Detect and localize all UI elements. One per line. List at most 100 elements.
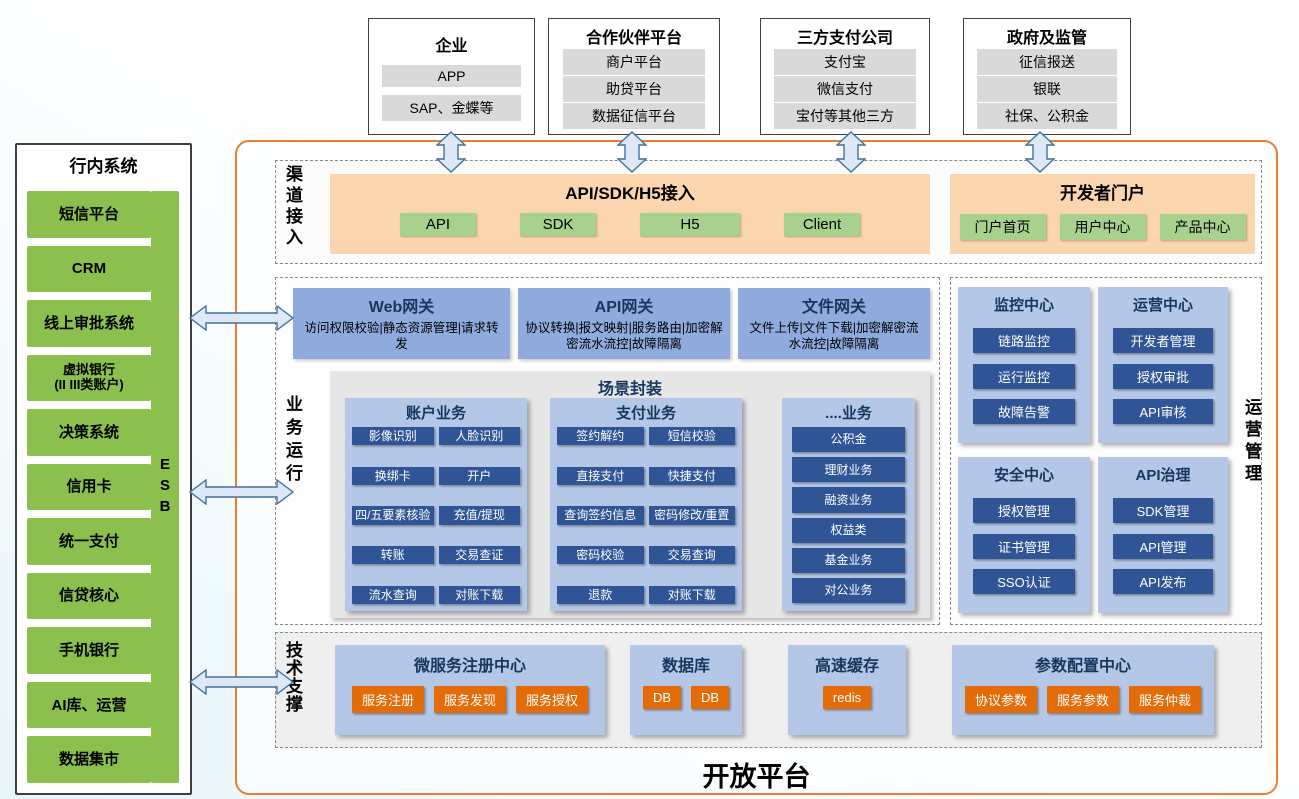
- panel-item: SDK管理: [1113, 497, 1213, 523]
- scene-column-title: 账户业务: [405, 405, 466, 422]
- scene-column-items: 影像识别 人脸识别 换绑卡 开户 四/五要素核验 充值/提现 转账 交易查证 流…: [345, 425, 527, 611]
- scene-item: 四/五要素核验: [352, 506, 434, 525]
- external-box-item: SAP、金蝶等: [382, 95, 521, 122]
- gateway-title: 文件网关: [801, 299, 866, 316]
- scene-item: 权益类: [792, 517, 905, 543]
- internal-system-item: 线上审批系统: [27, 300, 151, 347]
- scene-item: 转账: [352, 545, 434, 565]
- esb-bar: ESB: [151, 191, 179, 783]
- panel-item: 开发者管理: [1113, 327, 1213, 353]
- gateway-desc: 协议转换|报文映射|服务路由|加密解密流水流控|故障隔离: [525, 321, 723, 352]
- redis-item: redis: [822, 686, 872, 709]
- scene-column-title: 支付业务: [615, 405, 676, 422]
- panel-item: 服务参数: [1046, 686, 1119, 713]
- external-box-item: 支付宝: [774, 49, 916, 75]
- external-box-item: 社保、公积金: [977, 103, 1117, 129]
- internal-system-item: 手机银行: [27, 627, 151, 674]
- developer-portal-box: 开发者门户 门户首页 用户中心 产品中心: [950, 174, 1255, 254]
- scene-item: 充值/提现: [438, 506, 520, 525]
- vertical-double-arrow-icon: [1025, 131, 1055, 173]
- scene-encapsulation-box: 场景封装 账户业务 影像识别 人脸识别 换绑卡 开户 四/五要素核验 充值/提现…: [330, 371, 930, 618]
- database-panel: 数据库 DB DB: [630, 645, 742, 735]
- scene-item: 换绑卡: [352, 466, 434, 486]
- api-access-buttons: API SDK H5 Client: [400, 213, 860, 236]
- api-governance-panel: API治理 SDK管理 API管理 API发布: [1098, 457, 1228, 613]
- scene-item: 直接支付: [557, 466, 644, 486]
- panel-item: API管理: [1113, 533, 1213, 559]
- panel-title: 参数配置中心: [1034, 658, 1131, 675]
- scene-item: 签约解约: [557, 427, 644, 446]
- internal-systems-panel: 行内系统 短信平台 CRM 线上审批系统 虚拟银行 (II III类账户) 决策…: [15, 143, 192, 795]
- api-chip: API: [400, 213, 476, 236]
- scene-item: 密码校验: [557, 545, 644, 565]
- h5-chip: H5: [640, 213, 740, 236]
- api-gateway-box: API网关 协议转换|报文映射|服务路由|加密解密流水流控|故障隔离: [518, 288, 730, 359]
- panel-item: 授权管理: [973, 497, 1075, 523]
- internal-systems-title: 行内系统: [69, 157, 138, 176]
- panel-title: 高速缓存: [814, 658, 879, 675]
- portal-home-chip: 门户首页: [959, 214, 1046, 240]
- gateway-desc: 文件上传|文件下载|加密解密流水流控|故障隔离: [749, 321, 919, 352]
- panel-title: 微服务注册中心: [413, 658, 526, 675]
- panel-items: 服务注册 服务发现 服务授权: [351, 686, 589, 713]
- panel-title: API治理: [1135, 467, 1191, 484]
- external-box-enterprise: 企业 APP SAP、金蝶等: [368, 18, 535, 135]
- external-box-item: 微信支付: [774, 76, 916, 102]
- internal-system-item: 统一支付: [27, 518, 151, 565]
- panel-item: 运行监控: [973, 363, 1075, 389]
- microservice-registry-panel: 微服务注册中心 服务注册 服务发现 服务授权: [335, 645, 605, 735]
- scene-item: 对公业务: [792, 577, 905, 604]
- external-box-item: 宝付等其他三方: [774, 103, 916, 129]
- panel-item: 协议参数: [964, 686, 1037, 713]
- external-box-government-regulator: 政府及监管 征信报送 银联 社保、公积金: [963, 18, 1131, 135]
- vertical-double-arrow-icon: [836, 131, 866, 173]
- internal-system-item: 信贷核心: [27, 572, 151, 620]
- client-chip: Client: [784, 213, 860, 236]
- internal-system-item: 决策系统: [27, 409, 151, 456]
- scene-item: 公积金: [792, 427, 905, 453]
- scene-item: 查询签约信息: [557, 506, 644, 525]
- panel-item: 链路监控: [973, 327, 1075, 353]
- external-box-item: 数据征信平台: [562, 103, 706, 129]
- panel-items: 开发者管理 授权审批 API审核: [1098, 317, 1228, 443]
- operation-center-panel: 运营中心 开发者管理 授权审批 API审核: [1098, 287, 1228, 443]
- panel-item: 证书管理: [973, 533, 1075, 559]
- cache-panel: 高速缓存 redis: [788, 645, 906, 735]
- panel-title: 监控中心: [993, 297, 1054, 314]
- panel-item: 授权审批: [1113, 363, 1213, 389]
- panel-item: SSO认证: [973, 569, 1075, 595]
- panel-items: SDK管理 API管理 API发布: [1098, 487, 1228, 613]
- scene-item: 快捷支付: [648, 466, 735, 486]
- scene-item: 对账下载: [438, 585, 520, 604]
- scene-item: 基金业务: [792, 547, 905, 573]
- internal-system-item: AI库、运营: [27, 681, 151, 729]
- external-box-title: 合作伙伴平台: [585, 30, 682, 47]
- external-box-title: 企业: [435, 37, 468, 55]
- horizontal-double-arrow-icon: [189, 479, 294, 505]
- file-gateway-box: 文件网关 文件上传|文件下载|加密解密流水流控|故障隔离: [738, 288, 930, 359]
- security-center-panel: 安全中心 授权管理 证书管理 SSO认证: [958, 457, 1090, 613]
- panel-title: 数据库: [661, 658, 710, 675]
- external-box-partner-platform: 合作伙伴平台 商户平台 助贷平台 数据征信平台: [548, 18, 720, 135]
- scene-item: 开户: [438, 466, 520, 486]
- panel-item: 服务注册: [351, 686, 424, 713]
- scene-column-other-business: ....业务 公积金 理财业务 融资业务 权益类 基金业务 对公业务: [782, 398, 915, 611]
- scene-column-items: 公积金 理财业务 融资业务 权益类 基金业务 对公业务: [782, 425, 915, 611]
- panel-item: API审核: [1113, 399, 1213, 425]
- product-center-chip: 产品中心: [1159, 214, 1246, 240]
- developer-portal-title: 开发者门户: [1060, 184, 1145, 203]
- sdk-chip: SDK: [520, 213, 596, 236]
- external-box-item: 助贷平台: [562, 76, 706, 102]
- scene-item: 融资业务: [792, 487, 905, 513]
- web-gateway-box: Web网关 访问权限校验|静态资源管理|请求转发: [293, 288, 510, 359]
- internal-systems-list: 短信平台 CRM 线上审批系统 虚拟银行 (II III类账户) 决策系统 信用…: [27, 191, 151, 784]
- panel-items: 授权管理 证书管理 SSO认证: [958, 487, 1090, 613]
- panel-item: 服务授权: [516, 686, 589, 713]
- vertical-double-arrow-icon: [436, 131, 466, 173]
- esb-label: ESB: [156, 455, 174, 519]
- external-box-item: 征信报送: [977, 49, 1117, 75]
- external-box-item: 商户平台: [562, 49, 706, 75]
- gateway-title: API网关: [594, 299, 654, 316]
- scene-column-payment-business: 支付业务 签约解约 短信校验 直接支付 快捷支付 查询签约信息 密码修改/重置 …: [550, 398, 742, 611]
- business-operation-label: 业务运行: [283, 395, 302, 487]
